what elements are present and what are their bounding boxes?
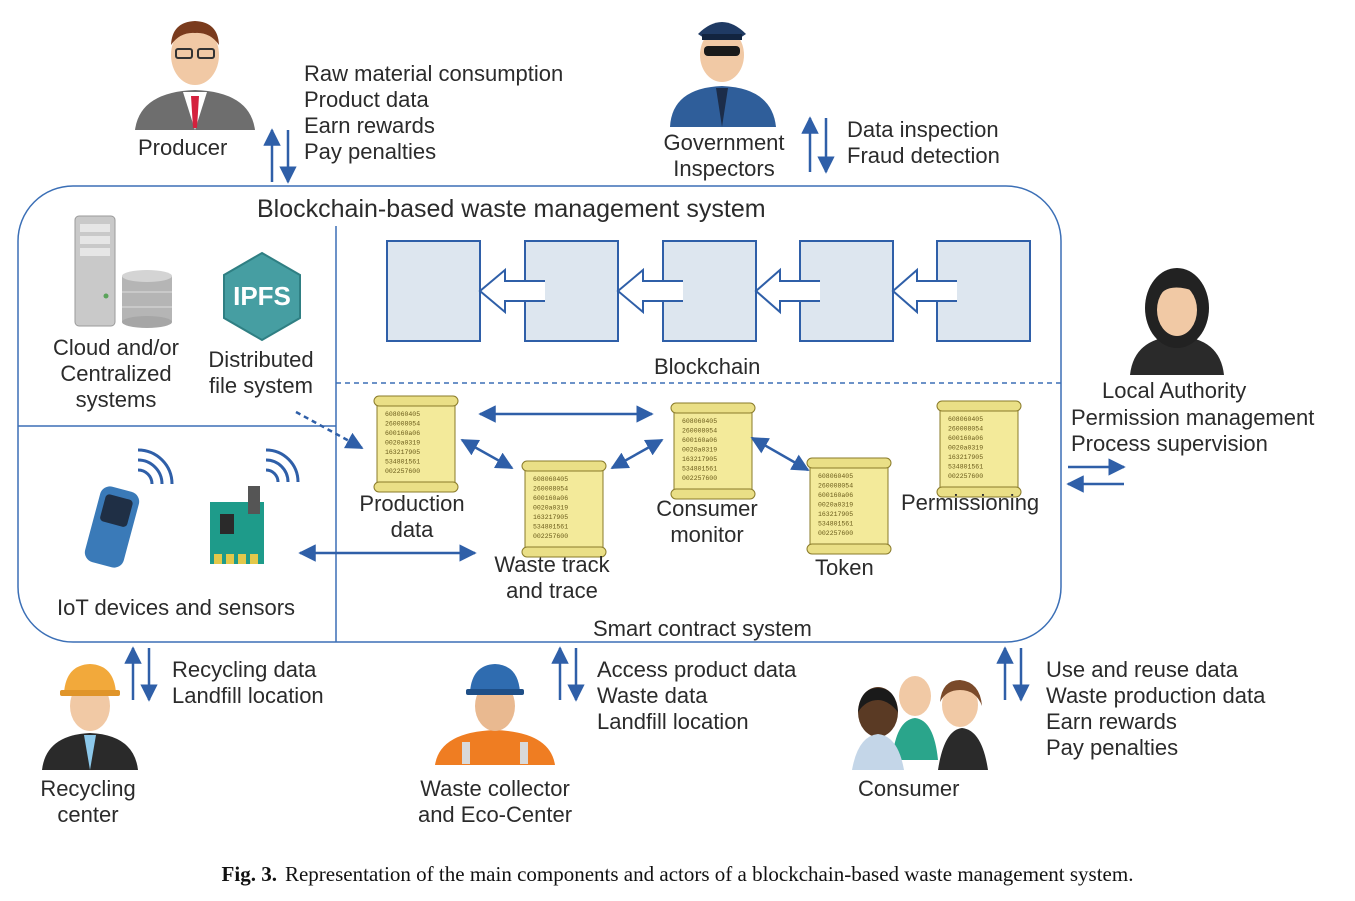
scroll-code-line: 600160a06 (385, 430, 420, 437)
scroll-code-line: 608060405 (533, 476, 568, 483)
scroll-code-line: 600160a06 (818, 492, 853, 499)
blockchain-blocks (386, 240, 1031, 342)
system-title: Blockchain-based waste management system (257, 195, 766, 223)
contract-scroll-production: 608060405 260008054 600160a06 0020a0319 1632… (373, 395, 459, 493)
iot-label: IoT devices and sensors (57, 595, 296, 620)
scroll-code-line: 600160a06 (948, 435, 983, 442)
figure-caption: Fig. 3. Representation of the main compon… (0, 862, 1355, 887)
police-inspector-avatar-icon (670, 22, 776, 127)
scroll-code-line: 002257600 (818, 530, 853, 537)
database-icon (122, 270, 172, 328)
caption-text: Representation of the main components an… (284, 862, 1134, 886)
scroll-code-line: 608060405 (682, 418, 717, 425)
scroll-code-line: 600160a06 (682, 437, 717, 444)
scroll-code-line: 163217905 (533, 514, 568, 521)
caption-label: Fig. 3. (221, 862, 277, 886)
scroll-code-line: 0020a0319 (948, 445, 983, 452)
block-link-arrows (478, 267, 957, 315)
scroll-code-line: 0020a0319 (385, 440, 420, 447)
scroll-code-line: 534801561 (533, 524, 568, 531)
svg-text:IPFS: IPFS (233, 281, 291, 311)
server-icon (74, 215, 116, 327)
scroll-code-line: 002257600 (948, 473, 983, 480)
local-authority-avatar-icon (1130, 268, 1224, 375)
scroll-code-line: 0020a0319 (818, 502, 853, 509)
scroll-code-line: 260008054 (385, 421, 420, 428)
scroll-code-line: 0020a0319 (682, 447, 717, 454)
scroll-code-line: 002257600 (385, 468, 420, 475)
scroll-code-line: 260008054 (818, 483, 853, 490)
scroll-code-line: 600160a06 (533, 495, 568, 502)
scroll-code-line: 534801561 (818, 521, 853, 528)
scroll-code-line: 534801561 (948, 464, 983, 471)
contract-scroll-permissioning: 608060405 260008054 600160a06 0020a0319 1632… (936, 400, 1022, 498)
recycling-worker-avatar-icon (42, 664, 138, 770)
block (386, 240, 481, 342)
scroll-code-line: 260008054 (533, 486, 568, 493)
scroll-code-line: 260008054 (682, 428, 717, 435)
blockchain-label: Blockchain (654, 354, 761, 379)
actor-flow-arrows (124, 116, 1126, 702)
permissioning-label: Permissioning (901, 490, 1040, 515)
consumer-name: Consumer (858, 776, 960, 801)
scroll-code-line: 163217905 (682, 456, 717, 463)
scroll-code-line: 0020a0319 (533, 505, 568, 512)
sensor-board-icon (210, 448, 300, 564)
internal-arrows (295, 405, 810, 562)
ipfs-logo-icon: IPFS (223, 251, 301, 342)
scroll-code-line: 002257600 (682, 475, 717, 482)
scroll-code-line: 608060405 (385, 411, 420, 418)
token-label: Token (815, 555, 874, 580)
handheld-scanner-icon (84, 448, 174, 568)
scroll-code-line: 608060405 (818, 473, 853, 480)
consumer-group-avatar-icon (852, 676, 988, 770)
waste-collector-avatar-icon (435, 664, 555, 765)
scroll-code-line: 163217905 (385, 449, 420, 456)
contract-scroll-waste-track: 608060405 260008054 600160a06 0020a0319 1632… (521, 460, 607, 558)
scroll-code-line: 608060405 (948, 416, 983, 423)
scroll-code-line: 163217905 (948, 454, 983, 461)
scroll-code-line: 534801561 (385, 459, 420, 466)
scroll-code-line: 002257600 (533, 533, 568, 540)
producer-name: Producer (138, 135, 228, 160)
producer-avatar-icon (135, 21, 255, 130)
smart-contract-label: Smart contract system (593, 616, 812, 641)
contract-scroll-token: 608060405 260008054 600160a06 0020a0319 1632… (806, 457, 892, 555)
scroll-code-line: 163217905 (818, 511, 853, 518)
contract-scroll-consumer-monitor: 608060405 260008054 600160a06 0020a0319 1632… (670, 402, 756, 500)
local-authority-name: Local Authority (1102, 378, 1247, 403)
scroll-code-line: 534801561 (682, 466, 717, 473)
scroll-code-line: 260008054 (948, 426, 983, 433)
system-frame (17, 185, 1062, 643)
